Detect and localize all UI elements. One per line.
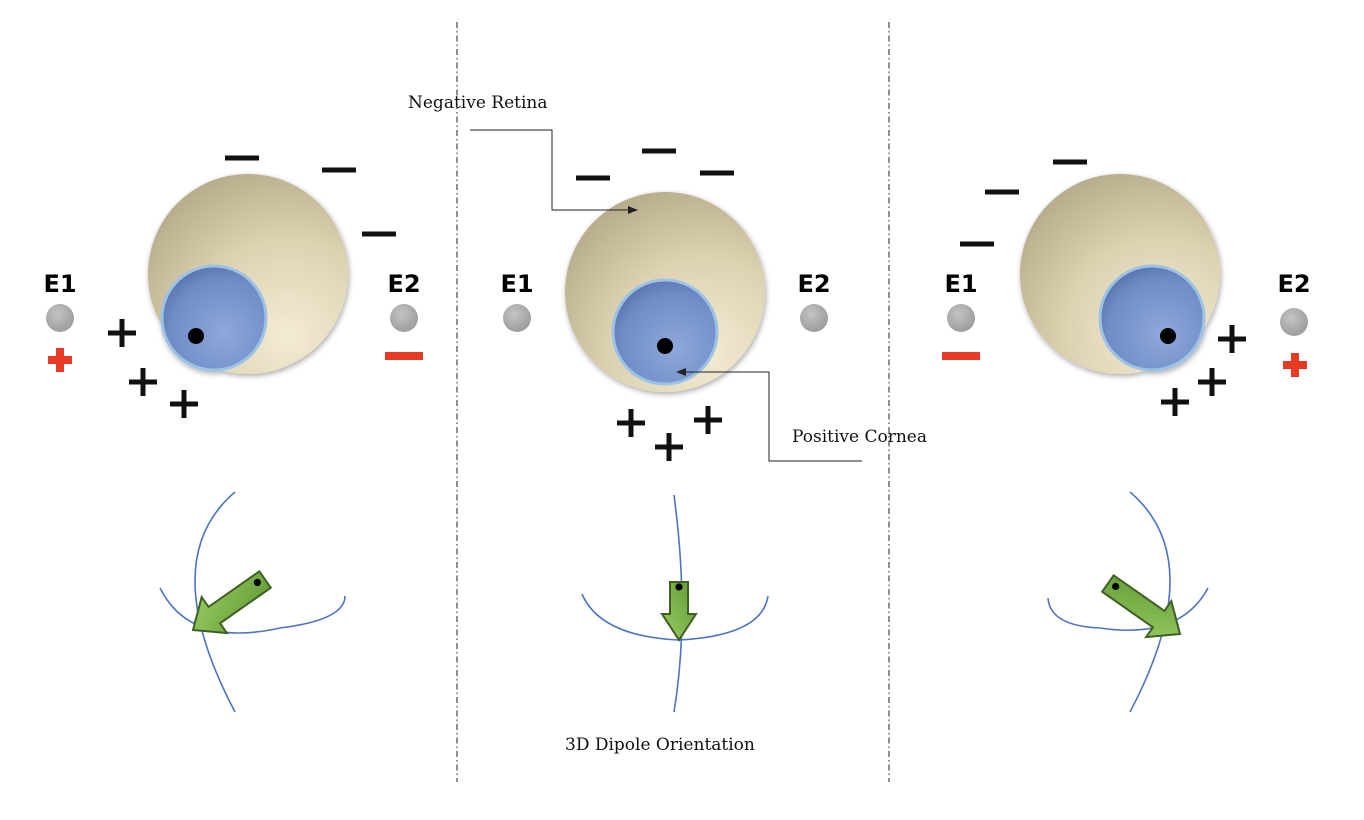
e1-electrode: [46, 304, 74, 332]
e2-electrode: [800, 304, 828, 332]
eyeball: [565, 192, 765, 392]
e2-label: E2: [797, 270, 830, 298]
iris: [611, 278, 719, 386]
positive-cornea-leader: [684, 371, 862, 462]
plus-sign: [694, 406, 722, 434]
plus-sign: [1161, 388, 1189, 416]
plus-sign: [655, 433, 683, 461]
eyeball: [148, 174, 348, 374]
dipole-arrow: [660, 581, 698, 642]
e2-label: E2: [387, 270, 420, 298]
dipole-axes: [1047, 491, 1209, 713]
plus-sign: [170, 390, 198, 418]
negative-retina-leader: [470, 129, 630, 211]
iris: [1098, 264, 1206, 372]
panel-center: E1 E2 Negative Retina Positive Cornea 3D…: [408, 93, 927, 755]
plus-sign: [1198, 368, 1226, 396]
eyeball: [1020, 174, 1220, 374]
dipole-arrow: [191, 569, 273, 635]
plus-sign: [108, 319, 136, 347]
iris: [160, 264, 268, 372]
dipole-arrow: [1100, 573, 1182, 639]
e1-electrode: [503, 304, 531, 332]
e1-label: E1: [500, 270, 533, 298]
e1-positive-sign: [48, 348, 72, 372]
pupil: [188, 328, 204, 344]
plus-sign: [617, 409, 645, 437]
panel-right: E1 E2: [942, 159, 1311, 713]
e2-electrode: [390, 304, 418, 332]
leader-arrowhead: [628, 206, 638, 214]
plus-sign: [1218, 325, 1246, 353]
pupil: [657, 338, 673, 354]
e1-electrode: [947, 304, 975, 332]
e2-electrode: [1280, 308, 1308, 336]
positive-cornea-label: Positive Cornea: [792, 427, 927, 447]
panel-left: E1 E2: [43, 155, 423, 713]
e1-label: E1: [944, 270, 977, 298]
e2-positive-sign: [1283, 353, 1307, 377]
e2-label: E2: [1277, 270, 1310, 298]
e1-label: E1: [43, 270, 76, 298]
negative-retina-label: Negative Retina: [408, 93, 548, 113]
leader-arrowhead: [676, 368, 686, 376]
plus-sign: [129, 368, 157, 396]
dipole-orientation-label: 3D Dipole Orientation: [565, 735, 755, 755]
dipole-axes: [159, 491, 346, 713]
pupil: [1160, 328, 1176, 344]
